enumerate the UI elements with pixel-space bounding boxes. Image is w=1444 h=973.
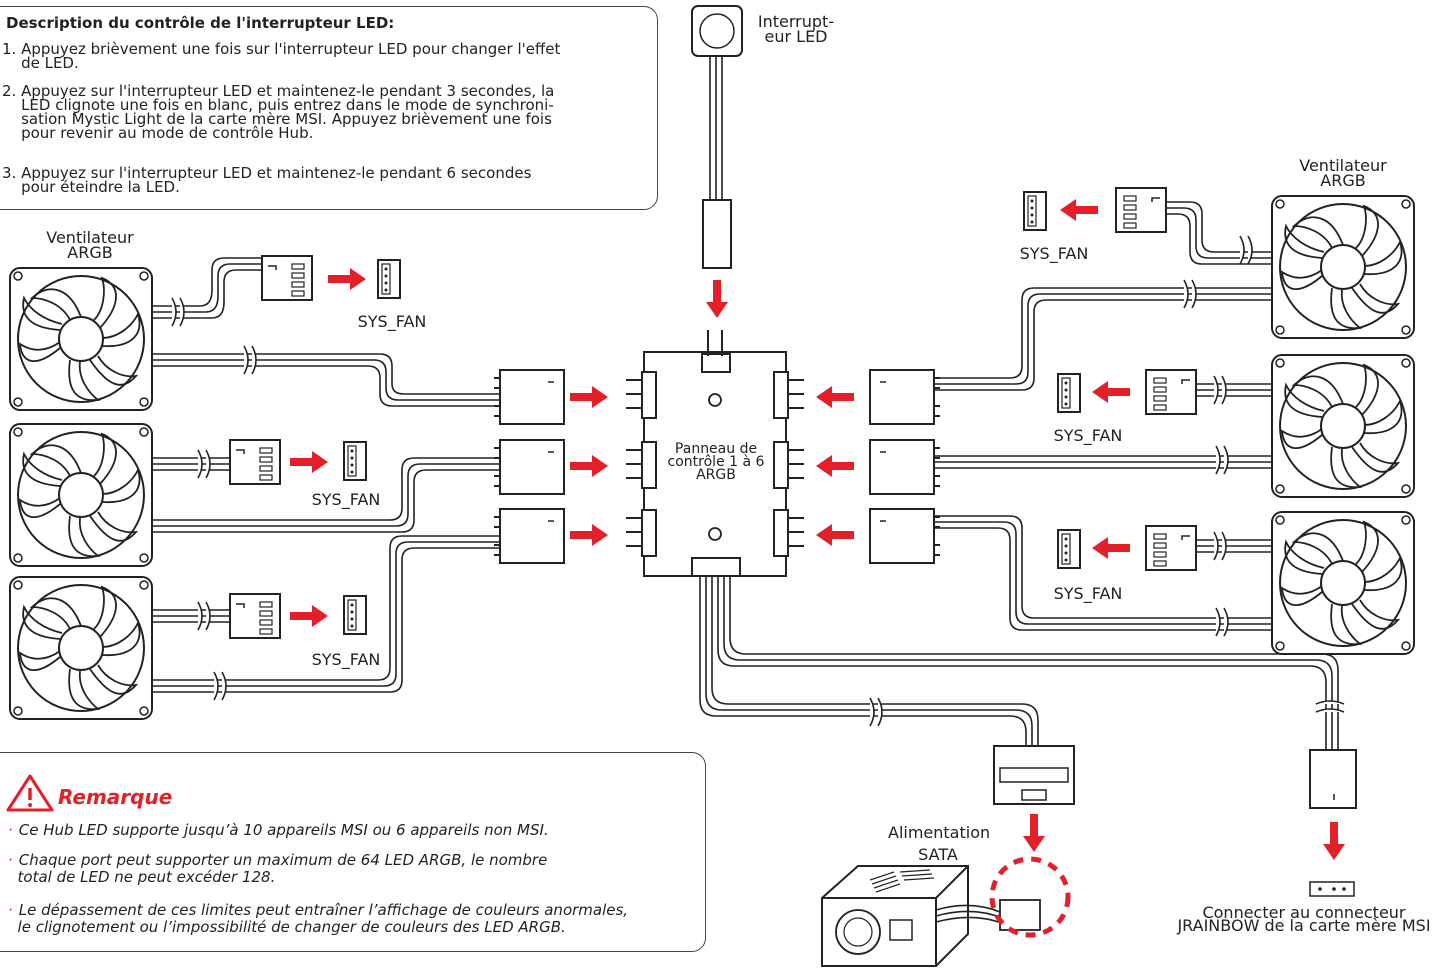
note-item-3: ·Le dépassement de ces limites peut entr… — [8, 901, 629, 936]
warning-icon — [6, 774, 54, 812]
hub-label: Panneau de contrôle 1 à 6 ARGB — [667, 441, 765, 483]
jrainbow-header — [1309, 881, 1355, 897]
argb-plug-left-2 — [493, 439, 565, 495]
sys-fan-header-right-3 — [1057, 529, 1081, 569]
fan-left-2 — [9, 423, 153, 567]
fan-right-1 — [1271, 195, 1415, 339]
note-item-2: ·Chaque port peut supporter un maximum d… — [8, 851, 548, 886]
fan-left-1 — [9, 267, 153, 411]
led-switch-description-box — [0, 6, 658, 210]
sys-fan-header-right-1 — [1023, 191, 1047, 231]
note-item-1: ·Ce Hub LED supporte jusqu’à 10 appareil… — [8, 821, 549, 839]
fan-plug-left-3 — [229, 593, 281, 639]
sys-fan-label-left-2: SYS_FAN — [311, 490, 381, 509]
description-item-2: 2. Appuyez sur l'interrupteur LED et mai… — [2, 82, 555, 142]
sys-fan-label-left-3: SYS_FAN — [311, 650, 381, 669]
arrow-sysfan-left-3 — [290, 605, 328, 627]
fan-plug-left-2 — [229, 439, 281, 485]
description-item-1: 1. Appuyez brièvement une fois sur l'int… — [2, 40, 561, 72]
sys-fan-label-left-1: SYS_FAN — [357, 312, 427, 331]
arrow-sysfan-left-2 — [290, 451, 328, 473]
argb-plug-left-1 — [493, 369, 565, 425]
power-supply — [821, 865, 1041, 967]
sata-label: Alimentation SATA — [888, 823, 991, 864]
argb-plug-left-3 — [493, 508, 565, 564]
description-title: Description du contrôle de l'interrupteu… — [6, 14, 395, 32]
description-item-3: 3. Appuyez sur l'interrupteur LED et mai… — [2, 164, 532, 196]
led-switch-plug — [702, 199, 732, 269]
note-item-1-text: Ce Hub LED supporte jusqu’à 10 appareils… — [18, 821, 549, 839]
fan-right-3 — [1271, 511, 1415, 655]
note-box — [0, 752, 706, 952]
fan-left-label: Ventilateur ARGB — [46, 228, 134, 262]
arrow-sata — [1023, 814, 1045, 852]
sys-fan-label-right-2: SYS_FAN — [1053, 426, 1123, 445]
arrow-sysfan-right-3 — [1092, 537, 1130, 559]
note-item-3-text: Le dépassement de ces limites peut entra… — [17, 901, 629, 936]
fan-left-3 — [9, 576, 153, 720]
arrow-sysfan-left-1 — [328, 268, 366, 290]
jrainbow-label: Connecter au connecteur JRAINBOW de la c… — [1177, 903, 1431, 935]
sata-plug — [993, 745, 1075, 805]
arrow-jrainbow — [1323, 822, 1345, 860]
note-item-2-text: Chaque port peut supporter un maximum de… — [17, 851, 548, 886]
sys-fan-label-right-3: SYS_FAN — [1053, 584, 1123, 603]
arrow-sysfan-right-1 — [1060, 199, 1098, 221]
arrow-left-3 — [570, 524, 608, 546]
sys-fan-header-left-2 — [343, 441, 367, 481]
arrow-sysfan-right-2 — [1092, 381, 1130, 403]
fan-plug-left-1 — [261, 255, 313, 301]
sys-fan-header-left-3 — [343, 595, 367, 635]
fan-right-2 — [1271, 354, 1415, 498]
arrow-switch — [706, 280, 728, 318]
led-switch-label: Interrupt- eur LED — [757, 12, 835, 46]
jrainbow-plug — [1309, 749, 1357, 809]
sys-fan-header-right-2 — [1057, 373, 1081, 413]
sys-fan-header-left-1 — [377, 259, 401, 299]
note-title: Remarque — [58, 785, 173, 809]
arrow-right-2 — [816, 455, 854, 477]
sata-highlight — [989, 856, 1071, 938]
hub-panel — [643, 351, 787, 577]
sys-fan-label-right-1: SYS_FAN — [1019, 244, 1089, 263]
arrow-left-1 — [570, 386, 608, 408]
arrow-right-3 — [816, 524, 854, 546]
arrow-right-1 — [816, 386, 854, 408]
arrow-left-2 — [570, 455, 608, 477]
fan-right-label: Ventilateur ARGB — [1299, 156, 1387, 190]
